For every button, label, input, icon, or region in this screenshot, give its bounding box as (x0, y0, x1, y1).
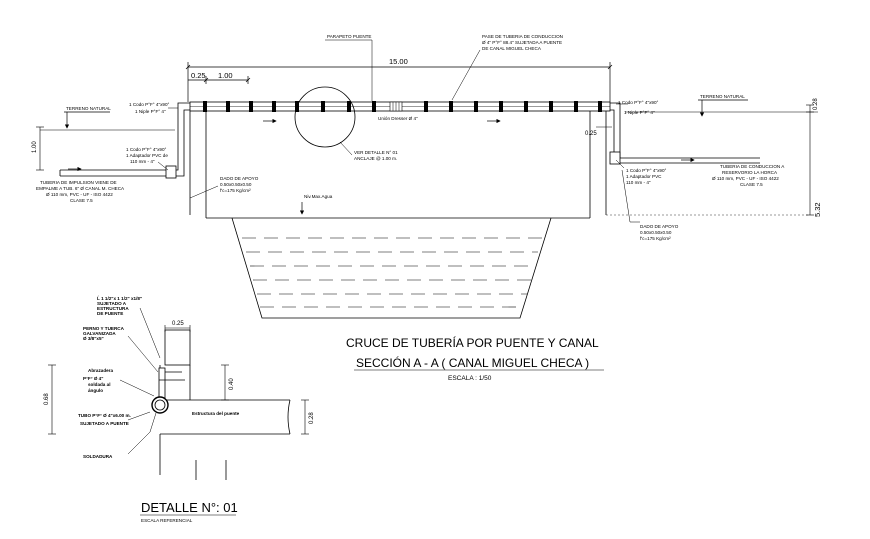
pipe-pass-label-1: PASE DE TUBERIA DE CONDUCCION (482, 34, 563, 39)
angle-label-4: DE PUENTE (97, 311, 123, 316)
left-bot-fitting-1: 1 Codo P°F° 4"x90° (126, 147, 167, 152)
top-dimension (185, 62, 613, 102)
conduction-label-4: CLASE 7.5 (740, 182, 763, 187)
detail-callout-circle (294, 86, 356, 148)
dim-left-height: 1.00 (32, 141, 38, 153)
union-dresser-label: Unión Dresser Ø 4" (378, 116, 418, 121)
bridge-structure-label: Estructura del puente (192, 411, 240, 416)
dim-right-top: 0.28 (813, 98, 819, 110)
bridge-pipe (189, 101, 611, 112)
ground-right-label: TERRENO NATURAL (700, 94, 745, 99)
dim-spacing: 1.00 (218, 71, 233, 80)
left-pipe-run (36, 102, 190, 179)
main-title: CRUCE DE TUBERÍA POR PUENTE Y CANAL (346, 335, 599, 350)
tube-label-1: TUBO P°F° Ø 4"x6.00 m. (78, 413, 131, 418)
left-bot-fitting-3: 110 mm - 4" (130, 159, 155, 164)
tube-label-2: SUJETADO A PUENTE (80, 421, 129, 426)
canal-structure (189, 111, 607, 319)
see-detail-label-2: ANCLAJE @ 1.00 m. (354, 156, 397, 161)
pipe-pass-label-2: Ø 4" P°F° 88.4" SUJETADA A PUENTE (482, 40, 562, 45)
right-support-label-1: DADO DE APOYO (640, 224, 679, 229)
right-pipe-run (596, 102, 818, 216)
detail-dim-left: 0.68 (44, 393, 50, 405)
parapet-label: PARAPETO PUENTE (327, 34, 372, 39)
angle-label-2: SUJETADO A (97, 301, 127, 306)
left-top-fitting-1: 1 Codo P°F° 4"x90° (129, 102, 170, 107)
bolt-label-3: Ø 3/8"x5" (83, 336, 104, 341)
dim-right-gap: 0.25 (585, 131, 597, 137)
scale-label: ESCALA : 1/50 (448, 375, 492, 382)
ground-left-label: TERRENO NATURAL (66, 106, 111, 111)
section-title: SECCIÓN A - A ( CANAL MIGUEL CHECA ) (356, 355, 589, 370)
clamp-label-4: ángulo (88, 388, 103, 393)
dim-offset-left: 0.25 (191, 71, 206, 80)
water-lines (242, 237, 542, 308)
detail-structure (158, 329, 291, 480)
left-bot-fitting-2: 1 Adaptador PVC de (126, 153, 168, 158)
impulsion-label-4: CLASE 7.5 (70, 198, 93, 203)
left-top-fitting-2: 1 Niple P°F° 4" (135, 109, 166, 114)
ground-markers (64, 99, 748, 129)
bolt-label-2: GALVANIZADA (83, 331, 116, 336)
title-block: CRUCE DE TUBERÍA POR PUENTE Y CANAL SECC… (346, 335, 604, 382)
clamp-label-2: P°F° Ø 4" (83, 376, 103, 381)
see-detail-label-1: VER DETALLE N° 01 (354, 150, 398, 155)
leader-lines (157, 39, 640, 223)
angle-label-3: ESTRUCTURA (97, 306, 129, 311)
dim-span-total: 15.00 (389, 57, 408, 66)
pipe-pass-label-3: DE CANAL MIGUEL CHECA (482, 46, 542, 51)
section-a-a: 15.00 0.25 1.00 (32, 34, 822, 319)
detail-title: DETALLE N°: 01 (141, 500, 238, 515)
right-support-label-3: f'c=175 Kg/cm² (640, 236, 671, 241)
right-bot-fitting-2: 1 Adaptador PVC (626, 174, 662, 179)
right-bot-fitting-1: 1 Codo P°F° 4"x90° (626, 168, 667, 173)
dim-total-height: 5.32 (813, 202, 822, 217)
conduction-label-2: RESERVORIO LA HORCA (722, 170, 778, 175)
left-support-label-1: DADO DE APOYO (220, 176, 259, 181)
detail-dimensions (48, 325, 309, 435)
detail-leaders (119, 307, 161, 455)
conduction-label-1: TUBERIA DE CONDUCCION A (720, 164, 785, 169)
flow-arrows (68, 118, 695, 172)
clamp-label-1: Abrazadera (88, 368, 113, 373)
detail-dim-right: 0.28 (309, 412, 315, 424)
right-support-label-2: 0.50x0.50x0.50 (640, 230, 672, 235)
bolt-label-1: PERNO Y TUERCA (83, 326, 125, 331)
angle-label-1: Ĺ 1 1/2"x 1 1/2" x1/8" (97, 295, 142, 301)
left-support-label-3: f'c=175 Kg/cm² (220, 188, 251, 193)
pipe-anchors (203, 101, 602, 112)
right-top-fitting-1: 1 Codo P°F° 4"x90° (618, 100, 659, 105)
detail-dim-top: 0.25 (172, 321, 184, 327)
impulsion-label-3: Ø 110 mm, PVC - UF - ISO 4422 (46, 192, 113, 197)
weld-label: SOLDADURA (83, 454, 113, 459)
detail-01: 0.25 0.68 0.40 0.28 Ĺ 1 1/2"x 1 1/2" x1/… (44, 295, 315, 523)
impulsion-label-1: TUBERIA DE IMPULSION VIENE DE (40, 180, 117, 185)
detail-subtitle: ESCALA REFERENCIAL (141, 518, 193, 523)
conduction-label-3: Ø 110 mm, PVC - UF - ISO 4422 (712, 176, 779, 181)
water-level-label: Niv.Max.Agua (304, 194, 333, 199)
impulsion-label-2: EMPALME A TUB. 6" Ø CANAL M. CHECA (36, 186, 125, 191)
left-support-label-2: 0.50x0.50x0.50 (220, 182, 252, 187)
right-bot-fitting-3: 110 mm - 4" (626, 180, 651, 185)
detail-pipe-section (151, 396, 169, 414)
right-top-fitting-2: 1 Niple P°F° 4" (624, 110, 655, 115)
detail-dim-mid: 0.40 (229, 378, 235, 390)
clamp-label-3: soldada al (88, 382, 110, 387)
